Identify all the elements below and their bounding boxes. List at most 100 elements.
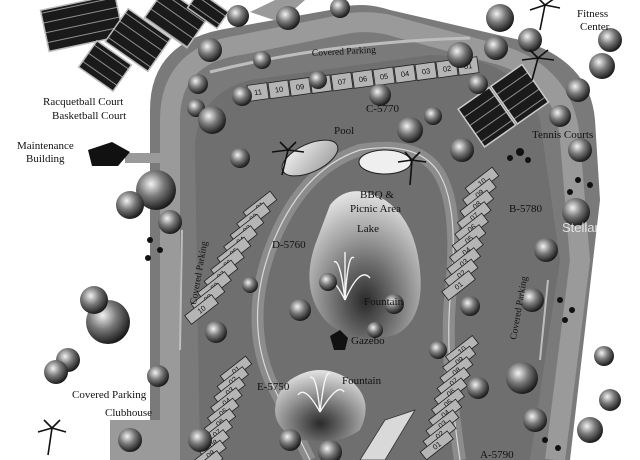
fountain-lower-spray	[297, 372, 345, 413]
unit-number: 03	[421, 66, 431, 76]
tree-icon	[384, 294, 404, 314]
unit-number: 02	[442, 64, 452, 74]
covered-parking-top-strip	[209, 36, 471, 74]
unit-number: 04	[400, 69, 410, 79]
unit-c-09: 09	[288, 77, 312, 97]
unit-c-06: 06	[351, 69, 375, 89]
unit-d-10: 10	[184, 294, 219, 325]
tree-icon	[450, 138, 474, 162]
bbq-label-2: Picnic Area	[350, 203, 401, 215]
unit-e-10: 10	[190, 450, 224, 460]
unit-box	[190, 450, 224, 460]
maintenance-label-2: Building	[26, 153, 65, 165]
tree-icon	[506, 362, 538, 394]
unit-number: 06	[358, 74, 368, 84]
tree-icon	[118, 428, 142, 452]
clubhouse-label: Clubhouse	[105, 407, 152, 419]
fitness-center-label-2: Center	[580, 21, 610, 33]
tree-icon	[484, 36, 508, 60]
unit-box	[288, 77, 312, 97]
fountain-upper-label: Fountain	[364, 296, 404, 308]
tree-icon	[520, 288, 544, 312]
unit-box	[414, 61, 438, 81]
palm-trees	[37, 0, 561, 456]
tree-icon	[460, 296, 480, 316]
tree-icon	[289, 299, 311, 321]
tree-icon	[367, 322, 383, 338]
tree-icon	[80, 286, 108, 314]
flower-shrubs	[145, 148, 593, 451]
tree-icon	[188, 428, 212, 452]
tree-icon	[158, 210, 182, 234]
tree-icon	[429, 341, 447, 359]
unit-number: 05	[379, 72, 389, 82]
covered-parking-top-label: Covered Parking	[312, 46, 377, 59]
unit-c-10: 10	[267, 79, 291, 100]
tree-icon	[318, 440, 342, 460]
unit-b-01: 01	[441, 270, 476, 301]
watermark: Stellar MLS	[562, 220, 630, 235]
tree-icon	[309, 71, 327, 89]
tree-icon	[319, 273, 337, 291]
unit-c-03: 03	[414, 61, 438, 81]
unit-box	[441, 270, 476, 301]
fountain-lower-label: Fountain	[342, 375, 382, 387]
tree-icon	[599, 389, 621, 411]
tree-icon	[253, 51, 271, 69]
bbq-label-1: BBQ &	[360, 189, 394, 201]
walkway-edge	[256, 147, 461, 460]
tree-icon	[397, 117, 423, 143]
basketball-court-label: Basketball Court	[52, 110, 126, 122]
tree-icon	[568, 138, 592, 162]
unit-box	[330, 71, 354, 92]
trees	[44, 0, 622, 460]
building-e-label: E-5750	[257, 381, 290, 393]
racquetball-basketball-courts	[39, 0, 230, 93]
tree-icon	[276, 6, 300, 30]
unit-number: 10	[201, 459, 213, 460]
tree-icon	[330, 0, 350, 18]
unit-a-01: 01	[419, 430, 454, 460]
tree-icon	[467, 377, 489, 399]
maintenance-building	[88, 142, 130, 166]
tree-icon	[230, 148, 250, 168]
building-a-label: A-5790	[480, 449, 514, 460]
tree-icon	[549, 105, 571, 127]
dock	[359, 409, 416, 460]
pool-label: Pool	[334, 125, 354, 137]
tree-icon	[598, 28, 622, 52]
lake-label: Lake	[357, 223, 379, 235]
unit-c-05: 05	[372, 66, 396, 87]
maintenance-label-1: Maintenance	[17, 140, 74, 152]
tree-icon	[136, 170, 176, 210]
gazebo-label: Gazebo	[351, 335, 385, 347]
tree-icon	[518, 28, 542, 52]
tree-icon	[227, 5, 249, 27]
tree-icon	[534, 238, 558, 262]
tree-icon	[205, 321, 227, 343]
tree-icon	[468, 74, 488, 94]
unit-c-04: 04	[393, 64, 417, 84]
unit-number: 01	[463, 61, 473, 71]
perimeter-road	[160, 12, 591, 460]
unit-box	[419, 430, 454, 460]
building-c-label: C-5770	[366, 103, 400, 115]
tree-icon	[424, 107, 442, 125]
tree-icon	[279, 429, 301, 451]
covered-parking-bottom-label: Covered Parking	[72, 389, 147, 401]
tree-icon	[198, 106, 226, 134]
fitness-center-label-1: Fitness	[577, 8, 608, 20]
unit-a-09: 09	[442, 345, 477, 376]
building-b-label: B-5780	[509, 203, 543, 215]
tree-icon	[44, 360, 68, 384]
unit-box	[393, 64, 417, 84]
unit-box	[267, 79, 291, 100]
tree-icon	[486, 4, 514, 32]
tree-icon	[566, 78, 590, 102]
unit-box	[184, 294, 219, 325]
tennis-courts	[457, 63, 550, 148]
